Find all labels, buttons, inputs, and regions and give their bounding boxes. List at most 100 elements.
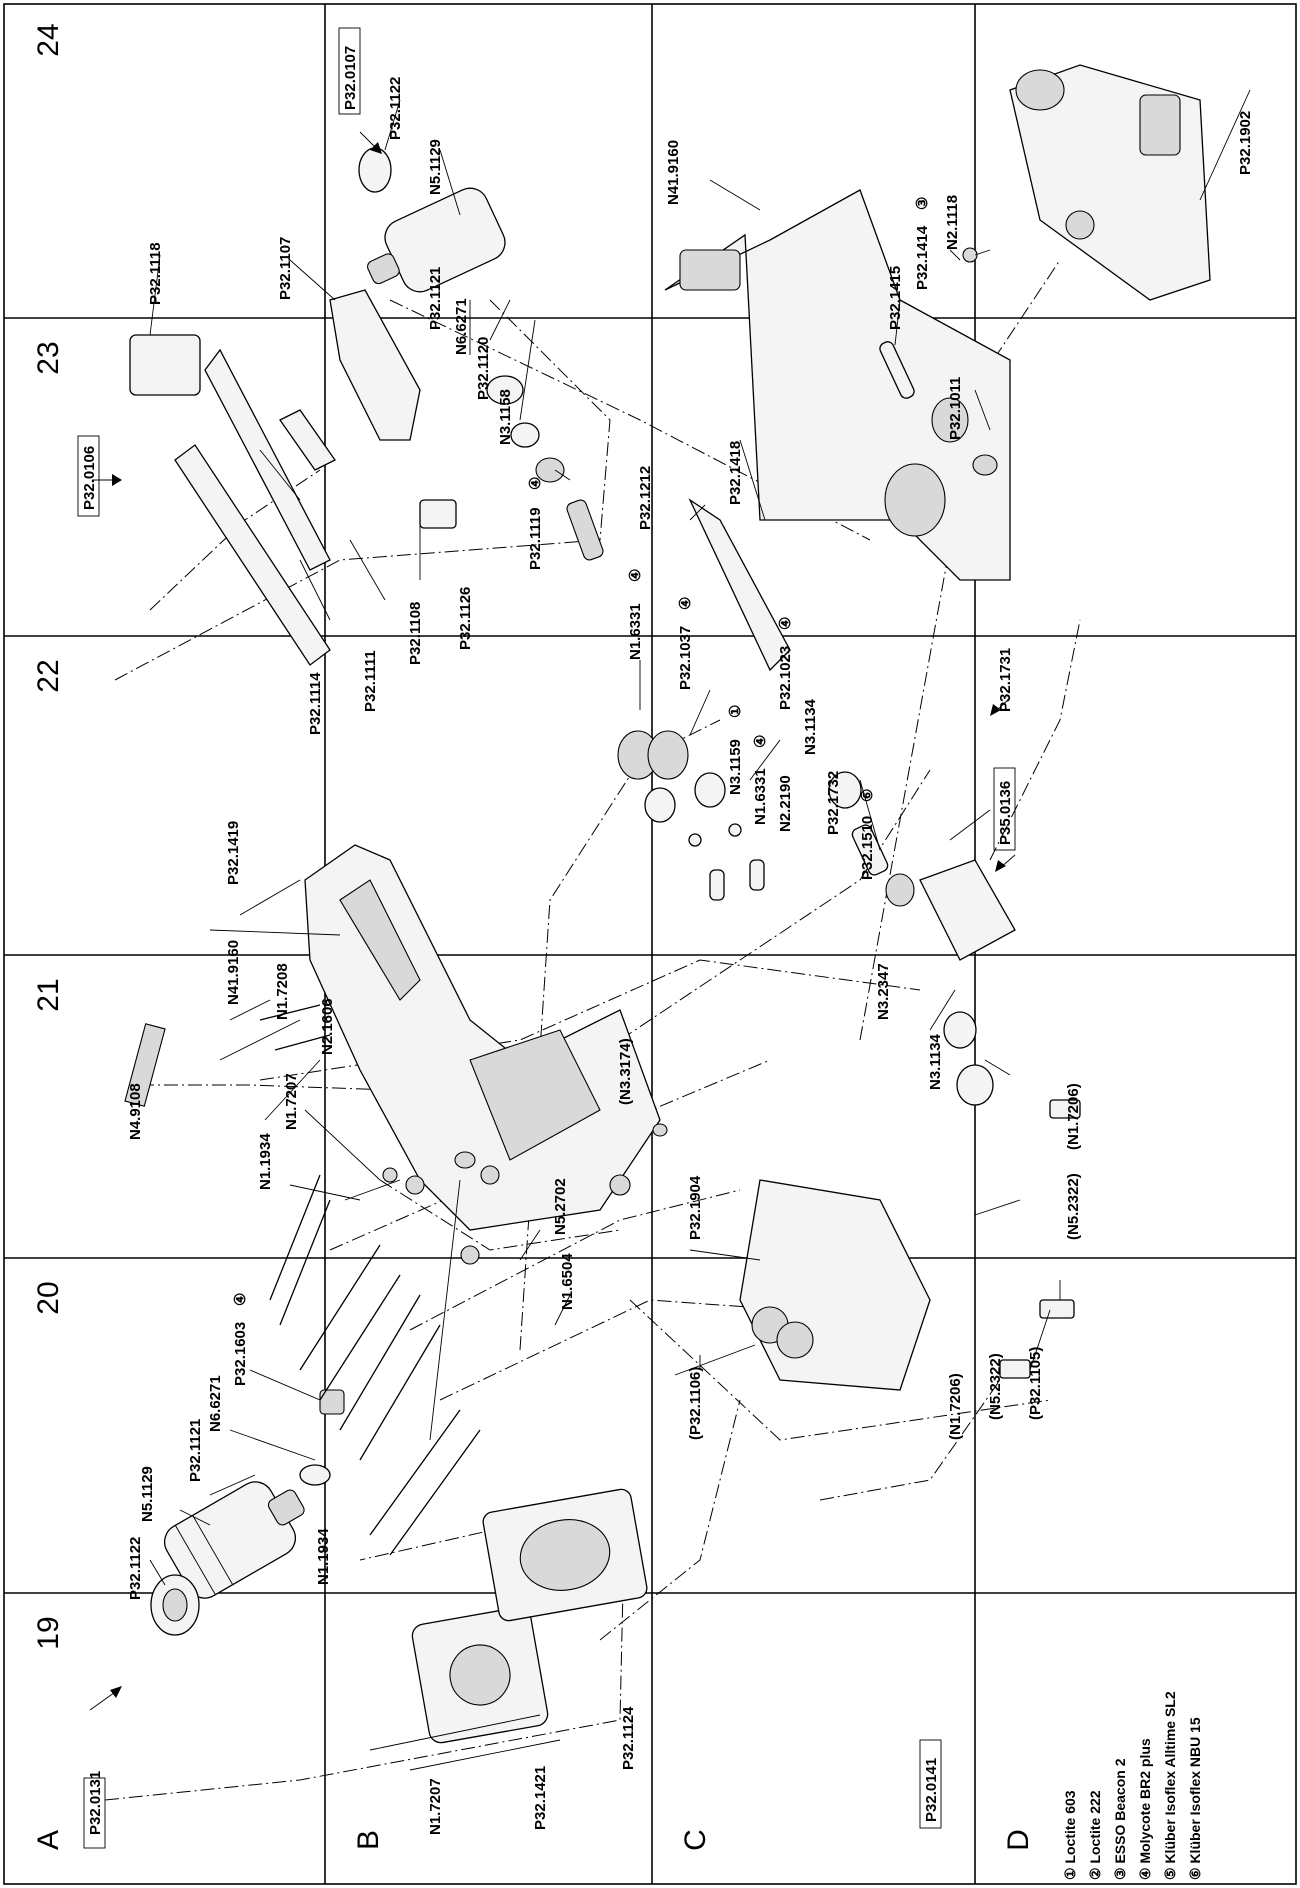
label-P32.1414: P32.1414 <box>914 225 931 290</box>
label-P35.0136: P35.0136 <box>997 781 1014 845</box>
label-N6.6271-b: N6.6271 <box>453 298 470 355</box>
label-N3.2347: N3.2347 <box>875 963 892 1020</box>
box-P32.0106 <box>77 435 100 517</box>
label-P32.1108: P32.1108 <box>407 602 424 665</box>
label-P32.1119: P32.1119 <box>527 507 544 570</box>
label-N3.1134-b: N3.1134 <box>802 698 819 755</box>
legend-item-1: ① Loctite 603 <box>1062 1790 1078 1880</box>
label-N3.3174: (N3.3174) <box>617 1038 634 1105</box>
label-P32.0141: P32.0141 <box>923 1758 940 1822</box>
note-P32.1119: ④ <box>527 477 544 490</box>
label-P32.1212: P32.1212 <box>637 466 654 530</box>
label-N5.1129-b: N5.1129 <box>427 139 444 195</box>
label-N2.1118: N2.1118 <box>944 195 961 250</box>
leader-lines <box>149 89 1251 1586</box>
label-N3.1159: N3.1159 <box>727 739 744 795</box>
label-N1.7206-b: (N1.7206) <box>1065 1083 1082 1150</box>
col-label-23: 23 <box>32 341 65 374</box>
label-P32.1114: P32.1114 <box>307 672 324 735</box>
box-P32.0107 <box>338 27 361 115</box>
row-label-D: D <box>1002 1829 1035 1851</box>
screws-and-fasteners <box>259 1004 668 1556</box>
row-label-B: B <box>352 1830 385 1850</box>
label-N2.1606: N2.1606 <box>319 998 336 1055</box>
col-label-21: 21 <box>32 978 65 1011</box>
lubricant-legend: ① Loctite 603 ② Loctite 222 ③ ESSO Beaco… <box>1062 1691 1203 1880</box>
row-label-C: C <box>679 1829 712 1851</box>
label-N1.1934-a: N1.1934 <box>257 1133 274 1190</box>
label-N1.6331-a: N1.6331 <box>752 768 769 825</box>
label-P32.1415: P32.1415 <box>887 266 904 330</box>
note-P32.1414: ③ <box>914 197 931 210</box>
label-P32.1731: P32.1731 <box>997 648 1014 712</box>
box-P32.0141 <box>919 1739 942 1829</box>
col-label-19: 19 <box>32 1616 65 1649</box>
label-P32.1106: (P32.1106) <box>687 1367 704 1440</box>
label-P32.1107: P32.1107 <box>277 237 294 300</box>
label-N3.1134-a: N3.1134 <box>927 1033 944 1090</box>
label-P32.1122-a: P32.1122 <box>127 1537 144 1600</box>
label-N1.7207-a: N1.7207 <box>283 1073 300 1130</box>
label-N5.2322-a: (N5.2322) <box>987 1353 1004 1420</box>
label-P32.1111: P32.1111 <box>362 650 379 712</box>
label-P32.0131: P32.0131 <box>87 1771 104 1835</box>
label-N5.2702: N5.2702 <box>552 1178 569 1235</box>
label-N3.1158: N3.1158 <box>497 389 514 445</box>
label-N5.1129-a: N5.1129 <box>139 1466 156 1522</box>
label-P32.1732: P32.1732 <box>825 771 842 835</box>
motor-row-B <box>129 147 604 666</box>
col-label-22: 22 <box>32 659 65 692</box>
gear-housing <box>664 189 1011 672</box>
label-P32.1121-b: P32.1121 <box>427 267 444 330</box>
note-P32.1037: ④ <box>677 597 694 610</box>
label-N4.9108: N4.9108 <box>127 1083 144 1140</box>
label-P32.0106: P32.0106 <box>81 446 98 510</box>
label-N1.7207-b: N1.7207 <box>427 1778 444 1835</box>
label-P32.1011: P32.1011 <box>947 377 964 440</box>
label-P32.1037: P32.1037 <box>677 626 694 690</box>
legend-item-3: ③ ESSO Beacon 2 <box>1112 1758 1128 1880</box>
column-labels: 24 23 22 21 20 19 <box>32 23 65 1649</box>
row-labels: A B C D <box>32 1829 1035 1851</box>
label-N1.6331-b: N1.6331 <box>627 603 644 660</box>
label-N1.7206-a: (N1.7206) <box>947 1373 964 1440</box>
label-N1.6504: N1.6504 <box>559 1253 576 1310</box>
label-N41.9160-a: N41.9160 <box>225 940 242 1005</box>
arrows <box>89 131 1016 1711</box>
note-N3.1159: ① <box>727 705 744 718</box>
label-N1.1934-b: N1.1934 <box>315 1528 332 1585</box>
note-P32.1603: ④ <box>232 1293 249 1306</box>
note-N1.6331-a: ④ <box>752 735 769 748</box>
label-N41.9160-b: N41.9160 <box>665 140 682 205</box>
part-labels: P32.0131 P32.1122 N5.1129 P32.1121 N6.62… <box>77 27 1254 1849</box>
label-P32.1121-a: P32.1121 <box>187 1419 204 1482</box>
legend-item-5: ⑤ Klüber Isoflex Alltime SL2 <box>1162 1691 1178 1880</box>
label-P32.1902: P32.1902 <box>1237 111 1254 175</box>
label-P32.1421: P32.1421 <box>532 1766 549 1830</box>
electronics-unit <box>739 1099 1081 1391</box>
label-P32.1419: P32.1419 <box>225 821 242 885</box>
label-P32.1122-b: P32.1122 <box>387 77 404 140</box>
label-P32.1418: P32.1418 <box>727 441 744 505</box>
clamp-head <box>1009 64 1211 301</box>
label-P32.1124: P32.1124 <box>620 1706 637 1770</box>
label-P32.1105: (P32.1105) <box>1027 1347 1044 1420</box>
legend-item-6: ⑥ Klüber Isoflex NBU 15 <box>1187 1717 1203 1880</box>
col-label-20: 20 <box>32 1281 65 1314</box>
label-P32.1603: P32.1603 <box>232 1322 249 1386</box>
label-N6.6271-a: N6.6271 <box>207 1375 224 1432</box>
box-P35.0136 <box>993 767 1016 851</box>
label-P32.1023: P32.1023 <box>777 646 794 710</box>
label-P32.1904: P32.1904 <box>687 1175 704 1240</box>
label-P32.0107: P32.0107 <box>342 46 359 110</box>
legend-item-4: ④ Molycote BR2 plus <box>1137 1738 1153 1880</box>
note-P32.1023: ④ <box>777 617 794 630</box>
label-P32.1126: P32.1126 <box>457 587 474 650</box>
legend-item-2: ② Loctite 222 <box>1087 1790 1103 1880</box>
col-label-24: 24 <box>32 23 65 56</box>
motor-row-A <box>150 1389 648 1771</box>
label-N2.2190: N2.2190 <box>777 775 794 832</box>
row-label-A: A <box>32 1830 65 1850</box>
label-P32.1510: P32.1510 <box>859 816 876 880</box>
